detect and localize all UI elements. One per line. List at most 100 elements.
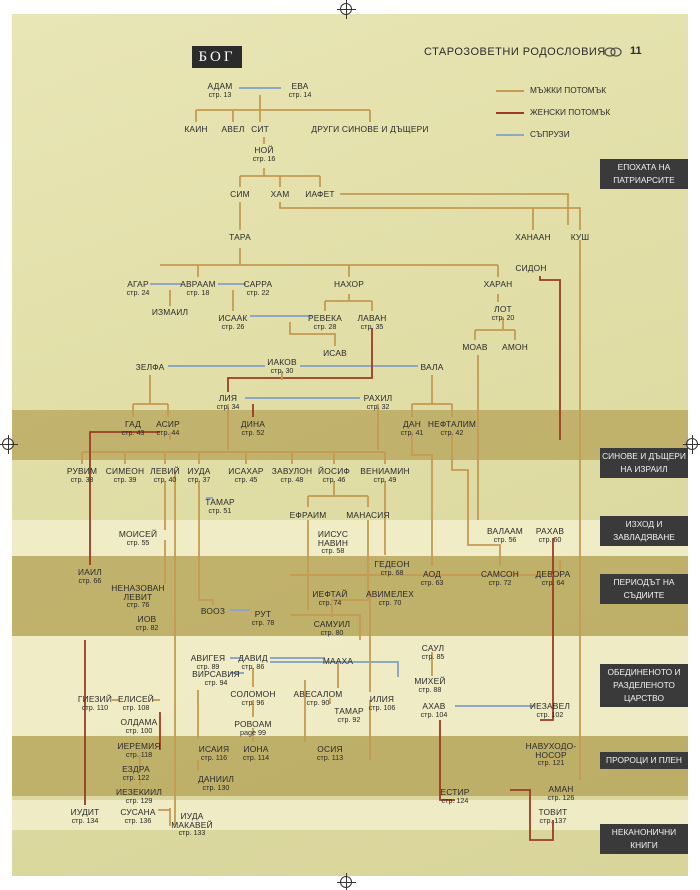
person-page-ref: стр. 60: [538, 534, 562, 544]
person-page-ref: стр. 44: [156, 427, 180, 437]
person-name: РАХИЛ: [363, 393, 393, 403]
person-name: ИЕФТАЙ: [312, 589, 348, 599]
person-page-ref: стр. 51: [208, 505, 232, 515]
male-descent-line: [307, 481, 369, 507]
person-page-ref: стр. 49: [373, 474, 397, 484]
person-page-ref: стр. 64: [541, 577, 565, 587]
person-name: ИСАИЯ: [198, 744, 230, 754]
person-page-ref: стр. 14: [288, 89, 312, 99]
person-page-ref: стр. 74: [318, 597, 342, 607]
person-page-ref: стр. 70: [378, 597, 402, 607]
legend-female-line: [496, 112, 524, 114]
person-kain: КАИН: [184, 125, 207, 134]
person-name: ИЕРЕМИЯ: [117, 741, 161, 751]
era-label-kingdom: ОБЕДИНЕНОТО И РАЗДЕЛЕНОТО ЦАРСТВО: [600, 664, 688, 707]
male-descent-line: [81, 451, 386, 464]
male-descent-line: [289, 322, 336, 346]
female-descent-line: [510, 789, 554, 841]
person-page-ref: стр. 56: [493, 534, 517, 544]
person-nahor: НАХОР: [334, 280, 364, 289]
person-name: ИСАВ: [323, 348, 347, 358]
person-sidon: СИДОН: [515, 264, 546, 273]
person-name: МОАВ: [462, 342, 488, 352]
person-name: НЕФТАЛИМ: [427, 419, 477, 429]
person-name: АВИГЕЯ: [190, 653, 226, 663]
person-page-ref: стр. 106: [368, 702, 396, 712]
male-descent-line: [451, 432, 501, 566]
person-page-ref: стр. 129: [125, 795, 153, 805]
era-label-exodus: ИЗХОД И ЗАВЛАДЯВАНЕ: [600, 516, 688, 546]
male-descent-line: [279, 202, 581, 230]
person-page-ref: стр. 41: [400, 427, 424, 437]
person-page-ref: стр. 96: [241, 697, 265, 707]
person-page-ref: стр. 28: [313, 321, 337, 331]
person-page-ref: стр. 72: [488, 577, 512, 587]
legend-male-label: МЪЖКИ ПОТОМЪК: [530, 85, 607, 95]
person-name: ДИНА: [240, 419, 266, 429]
person-maaha: МААХА: [323, 657, 353, 666]
person-name: НАВУХОДО-НОСОР: [525, 741, 577, 760]
person-name: АВРААМ: [180, 279, 216, 289]
legend-spouse-label: СЪПРУЗИ: [530, 129, 570, 139]
legend-female-label: ЖЕНСКИ ПОТОМЪК: [530, 107, 611, 117]
legend-spouse-line: [496, 134, 524, 136]
person-page-ref: стр. 124: [441, 795, 469, 805]
page-title: СТАРОЗОВЕТНИ РОДОСЛОВИЯ: [424, 46, 606, 58]
person-name: АВИМЕЛЕХ: [365, 589, 415, 599]
person-name: ДРУГИ СИНОВЕ И ДЪЩЕРИ: [311, 124, 429, 134]
person-name: ИОНА: [243, 744, 269, 754]
person-moav: МОАВ: [462, 343, 487, 352]
person-vooz: ВООЗ: [201, 607, 225, 616]
person-page-ref: стр. 122: [122, 772, 150, 782]
person-page-ref: стр. 90: [306, 697, 330, 707]
male-descent-line: [290, 560, 561, 576]
person-page-ref: стр. 35: [360, 321, 384, 331]
person-name: ИЕЗАВЕЛ: [529, 701, 571, 711]
person-name: ЗЕЛФА: [135, 362, 165, 372]
person-page-ref: стр. 134: [71, 815, 99, 825]
person-name: ИАКОВ: [267, 357, 297, 367]
person-name: ИУДИТ: [70, 807, 100, 817]
male-descent-line: [324, 294, 373, 311]
person-name: ЕФРАИМ: [289, 510, 327, 520]
person-name: АМОН: [502, 342, 528, 352]
male-descent-line: [331, 520, 369, 617]
person-page-ref: стр. 130: [202, 782, 230, 792]
person-page-ref: стр. 32: [366, 401, 390, 411]
person-page-ref: стр. 39: [113, 474, 137, 484]
female-descent-line: [539, 276, 561, 440]
person-name: ХАНААН: [515, 232, 551, 242]
person-others: ДРУГИ СИНОВЕ И ДЪЩЕРИ: [311, 125, 428, 134]
era-label-noncanonical: НЕКАНОНИЧНИ КНИГИ: [600, 824, 688, 854]
person-name: ВАЛААМ: [487, 526, 523, 536]
ornament-icon: [604, 47, 622, 57]
era-label-prophets-exile: ПРОРОЦИ И ПЛЕН: [600, 752, 688, 769]
person-name: СИДОН: [515, 263, 547, 273]
person-name: НАХОР: [333, 279, 365, 289]
